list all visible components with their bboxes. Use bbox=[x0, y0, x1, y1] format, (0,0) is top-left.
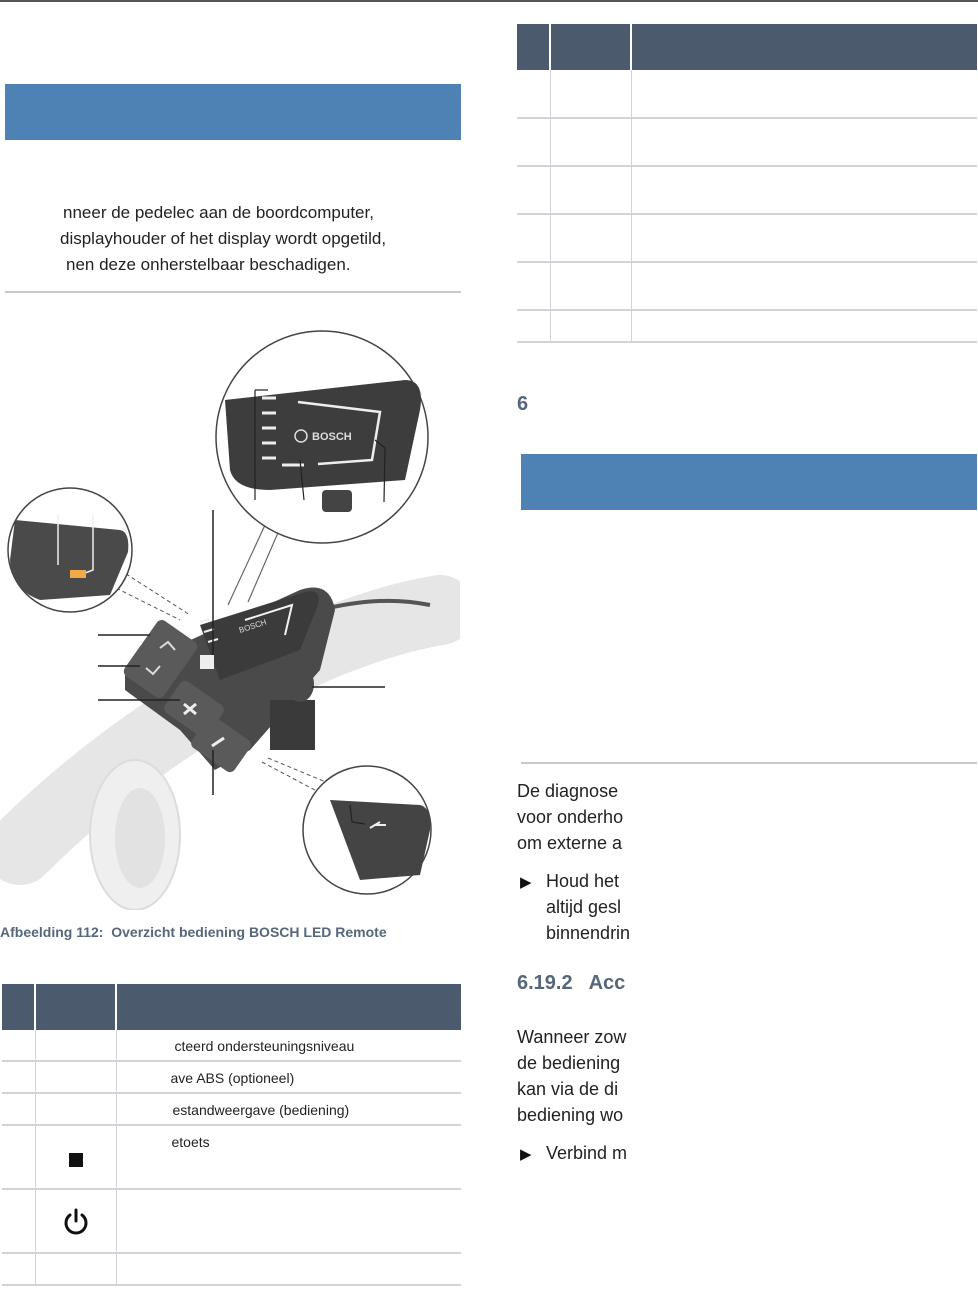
notice-rule bbox=[521, 762, 977, 764]
diagnose-paragraph: De diagnose voor onderho om externe a bbox=[517, 778, 623, 856]
table-row bbox=[517, 166, 977, 215]
zoom-remote-top bbox=[225, 380, 421, 490]
section-heading: 6.19.2 Acc bbox=[517, 972, 641, 995]
table-cell-text: ave ABS (optioneel) bbox=[170, 1070, 295, 1086]
figure-caption: Afbeelding 112: Overzicht bediening BOSC… bbox=[0, 924, 387, 940]
warning-rule bbox=[5, 291, 461, 293]
led-remote-illustration: BOSCH BOSCH bbox=[0, 330, 460, 910]
para-line: De diagnose bbox=[517, 781, 619, 801]
bullet-item: Verbind m bbox=[546, 1143, 628, 1163]
brand-logo-zoom: BOSCH bbox=[312, 431, 352, 443]
warning-line: nneer de pedelec aan de boordcomputer, bbox=[63, 203, 374, 222]
bosch-emblem-icon bbox=[294, 429, 308, 443]
section-heading-title: Acc bbox=[588, 972, 626, 994]
table-cell-text: etoets bbox=[171, 1134, 210, 1150]
table-row bbox=[517, 310, 977, 343]
warning-line: displayhouder of het display wordt opget… bbox=[60, 229, 387, 248]
button-up bbox=[140, 620, 198, 674]
bullet-line: Houd het bbox=[546, 871, 620, 891]
wanneer-paragraph: Wanneer zow de bediening kan via de di b… bbox=[517, 1024, 626, 1128]
wrench-icon bbox=[369, 821, 386, 829]
table-row bbox=[517, 262, 977, 311]
select-button-square bbox=[200, 655, 214, 669]
top-rule bbox=[0, 0, 978, 2]
bullet-item: Houd het altijd gesl binnendrin bbox=[546, 868, 630, 946]
caption-text: Overzicht bediening BOSCH LED Remote bbox=[111, 924, 387, 940]
table-row: etoets bbox=[2, 1125, 461, 1190]
table-row bbox=[517, 214, 977, 263]
table-row bbox=[2, 1253, 461, 1286]
para-line: de bediening bbox=[517, 1053, 621, 1073]
warning-text: nneer de pedelec aan de boordcomputer, d… bbox=[5, 200, 461, 278]
table-row: estandweergave (bediening) bbox=[2, 1093, 461, 1126]
table-row: cteerd ondersteuningsniveau bbox=[2, 1030, 461, 1062]
bullet-line: altijd gesl bbox=[546, 897, 622, 917]
bullet-arrow-icon: ▶ bbox=[520, 874, 532, 891]
zoom-remote-bottom bbox=[330, 800, 431, 880]
zoom-remote-left bbox=[10, 520, 129, 600]
caption-prefix: Afbeelding 112: bbox=[0, 924, 104, 940]
left-table: cteerd ondersteuningsniveau ave ABS (opt… bbox=[2, 984, 461, 1286]
power-icon bbox=[64, 1208, 87, 1234]
warning-header-bar bbox=[5, 84, 461, 140]
abs-led-housing bbox=[286, 666, 314, 702]
button-down bbox=[123, 644, 181, 698]
button-minus bbox=[191, 715, 251, 773]
clamp bbox=[270, 700, 315, 750]
table-cell-text: estandweergave (bediening) bbox=[172, 1102, 350, 1118]
table-header bbox=[2, 984, 461, 1030]
para-line: om externe a bbox=[517, 833, 623, 853]
section-heading-number: 6.19.2 bbox=[517, 972, 573, 994]
para-line: bediening wo bbox=[517, 1105, 624, 1125]
led-bar bbox=[244, 603, 294, 636]
para-line: voor onderho bbox=[517, 807, 624, 827]
right-table bbox=[517, 24, 977, 343]
table-row bbox=[517, 70, 977, 119]
table-row bbox=[2, 1189, 461, 1254]
square-icon bbox=[68, 1152, 83, 1167]
section-number: 6 bbox=[517, 393, 529, 415]
grip-inner bbox=[115, 788, 165, 888]
notice-header-bar bbox=[521, 454, 977, 510]
bullet-line: binnendrin bbox=[546, 923, 631, 943]
para-line: kan via de di bbox=[517, 1079, 619, 1099]
bullet-arrow-icon: ▶ bbox=[520, 1146, 532, 1163]
table-row: ave ABS (optioneel) bbox=[2, 1061, 461, 1094]
warning-line: nen deze onherstelbaar beschadigen. bbox=[66, 255, 351, 274]
table-row bbox=[517, 118, 977, 167]
para-line: Wanneer zow bbox=[517, 1027, 627, 1047]
table-cell-text: cteerd ondersteuningsniveau bbox=[174, 1038, 355, 1054]
table-header bbox=[517, 24, 977, 70]
